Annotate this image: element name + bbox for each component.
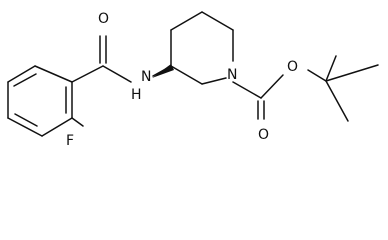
fluorine-label: F	[66, 133, 74, 149]
benzene-inner-bond-bottom	[14, 113, 38, 127]
ring-nitrogen-label: N	[227, 67, 237, 83]
ester-oxygen-label: O	[287, 59, 298, 75]
carbonyl-oxygen-label: O	[98, 11, 109, 27]
benzene-inner-bond-top	[13, 73, 37, 87]
carbonyl-to-nitrogen-bond	[102, 65, 132, 83]
carbamate-oxygen-label: O	[258, 127, 269, 143]
piperidine-bond-c5-c6	[201, 11, 234, 31]
ester-oxygen-to-quaternary-carbon-bond	[307, 69, 327, 82]
benzene-bond-top-left	[7, 65, 36, 83]
stereo-wedge-bond	[152, 64, 174, 78]
piperidine-bond-c4-c5	[170, 11, 203, 31]
boc-group	[232, 55, 379, 122]
tert-butyl-bond-up	[325, 55, 337, 82]
fluorine-bond	[71, 117, 84, 127]
piperidine-bond-c2-c3	[170, 65, 203, 85]
benzene-bond-top-right	[34, 65, 73, 83]
piperidine-ring	[170, 11, 234, 85]
carbonyl-to-ester-oxygen-bond	[260, 74, 284, 99]
amide-nitrogen-label: N	[141, 69, 151, 85]
aryl-carbonyl-bond	[71, 65, 104, 83]
amide-linker	[71, 35, 174, 83]
benzene-bond-bottom-right	[41, 117, 73, 137]
benzene-bond-bottom-left	[7, 117, 43, 137]
piperidine-bond-n1-c2	[201, 77, 227, 85]
chemical-structure-diagram: O N H F N O O	[7, 11, 379, 149]
tert-butyl-bond-right	[325, 64, 379, 82]
tert-butyl-bond-down	[325, 80, 349, 122]
fluorobenzene-ring	[7, 65, 84, 137]
ring-nitrogen-to-carbonyl-bond	[232, 81, 262, 99]
atom-labels: O N H F N O O	[66, 11, 298, 149]
amide-hydrogen-label: H	[131, 87, 142, 103]
